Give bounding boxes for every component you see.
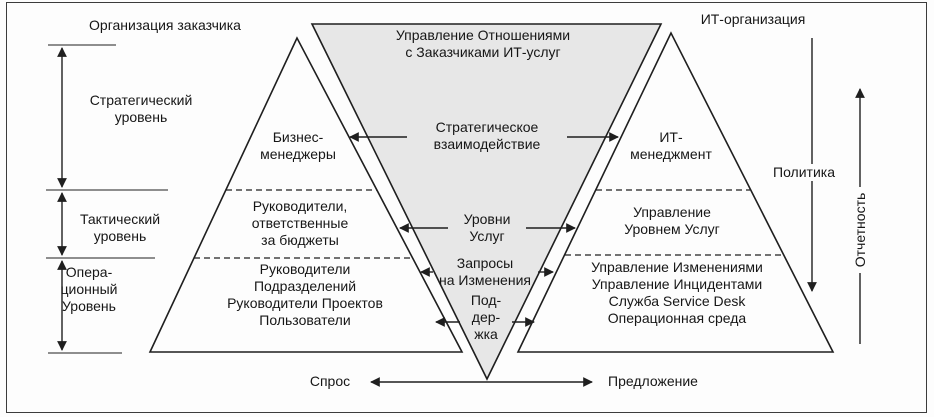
it-org-label: ИТ-организация bbox=[700, 11, 806, 27]
it-triangle bbox=[516, 31, 835, 353]
customer-triangle bbox=[148, 36, 464, 353]
relationship-triangle bbox=[310, 23, 663, 381]
supply-label: Предложение bbox=[608, 373, 698, 389]
reporting-label: Отчетность bbox=[851, 187, 869, 273]
policy-label: Политика bbox=[769, 164, 839, 181]
operational-level-label: Опера- ционный Уровень bbox=[60, 264, 118, 314]
change-requests-label: Запросы на Изменения bbox=[439, 255, 531, 288]
customer-operational-label: Руководители Подразделений Руководители … bbox=[227, 261, 383, 328]
it-operational-label: Управление Изменениями Управление Инциде… bbox=[591, 259, 763, 326]
it-management-label: ИТ- менеджмент bbox=[630, 129, 712, 162]
budget-managers-label: Руководители, ответственные за бюджеты bbox=[251, 198, 349, 248]
frame-border bbox=[6, 2, 927, 413]
support-label: Под- дер- жка bbox=[470, 292, 502, 342]
customer-org-label: Организация заказчика bbox=[89, 17, 241, 33]
strategic-interaction-label: Стратегическое взаимодействие bbox=[433, 119, 541, 152]
strategic-level-label: Стратегический уровень bbox=[89, 92, 193, 125]
relationship-title: Управление Отношениями с Заказчиками ИТ-… bbox=[395, 27, 571, 60]
demand-label: Спрос bbox=[309, 373, 351, 389]
service-levels-label: Уровни Услуг bbox=[463, 211, 511, 244]
service-level-mgmt-label: Управление Уровнем Услуг bbox=[624, 204, 720, 237]
business-managers-label: Бизнес- менеджеры bbox=[260, 129, 336, 162]
tactical-level-label: Тактический уровень bbox=[79, 211, 161, 244]
